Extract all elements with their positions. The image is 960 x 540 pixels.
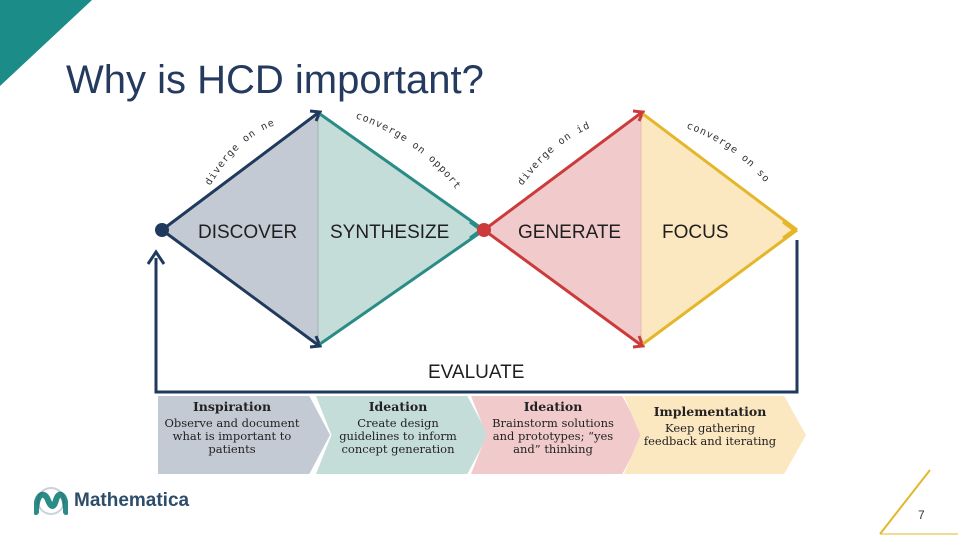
discover-region [162, 113, 318, 345]
focus-region [641, 113, 797, 345]
step-implementation: Implementation Keep gathering feedback a… [624, 396, 806, 474]
arrowhead-icon [782, 220, 797, 240]
evaluate-loop [154, 240, 799, 394]
step-text: Observe and document what is important t… [164, 416, 300, 456]
focus-edge-bottom [642, 228, 798, 346]
synthesize-edge-top [319, 112, 485, 232]
step-title: Inspiration [192, 399, 272, 414]
synthesize-edge-bottom [319, 228, 485, 346]
mathematica-m-icon [34, 487, 68, 515]
discover-edge-bottom [161, 228, 319, 347]
generate-region [484, 113, 641, 345]
midpoint-dot [477, 223, 491, 237]
phase-focus: FOCUS [662, 222, 729, 243]
discover-edge-top [161, 111, 319, 232]
corner-decoration [0, 0, 92, 86]
mathematica-logo: Mathematica [34, 486, 189, 516]
step-text: Keep gathering feedback and iterating [643, 421, 777, 448]
step-text: Create design guidelines to inform conce… [339, 416, 457, 456]
step-title: Implementation [653, 404, 767, 419]
arrowhead-icon [632, 335, 646, 349]
synthesize-region [318, 113, 484, 345]
phase-synthesize: SYNTHESIZE [330, 222, 449, 243]
phase-discover: DISCOVER [198, 222, 297, 243]
arrowhead-icon [309, 109, 323, 122]
arrowhead-icon [309, 335, 323, 349]
arc-label-diverge-needs: diverge on needs [0, 0, 277, 187]
step-ideation-brainstorm: Ideation Brainstorm solutions and protot… [471, 396, 643, 474]
page-title: Why is HCD important? [66, 58, 484, 102]
arrowhead-icon [632, 109, 646, 122]
step-title: Ideation [368, 399, 428, 414]
phase-generate: GENERATE [518, 222, 621, 243]
start-dot [155, 223, 169, 237]
step-ideation-guidelines: Ideation Create design guidelines to inf… [316, 396, 488, 474]
step-text: Brainstorm solutions and prototypes; “ye… [492, 416, 614, 456]
corner-line-decoration [879, 469, 958, 535]
focus-edge-top [642, 112, 798, 232]
arc-label-converge-opportunities: converge on opportunities [0, 0, 463, 192]
logo-text: Mathematica [74, 490, 190, 511]
step-title: Ideation [523, 399, 583, 414]
generate-edge-bottom [483, 228, 642, 347]
arrowhead-icon [146, 249, 166, 265]
phase-evaluate: EVALUATE [428, 362, 525, 383]
page-number: 7 [918, 508, 925, 522]
generate-edge-top [483, 111, 642, 232]
step-inspiration: Inspiration Observe and document what is… [158, 396, 330, 474]
